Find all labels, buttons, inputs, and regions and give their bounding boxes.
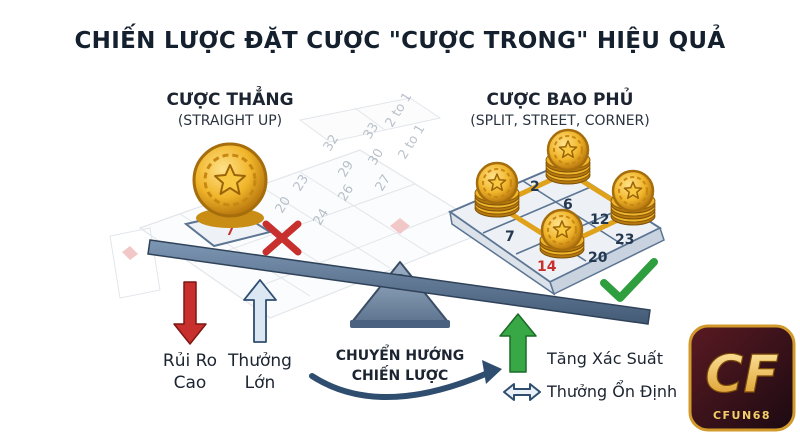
reward-line-1: Thưởng bbox=[228, 351, 292, 371]
reward-label: Thưởng Lớn bbox=[220, 350, 300, 394]
bg-number: 2 to 1 bbox=[396, 122, 429, 162]
stable-reward-label: Thưởng Ổn Định bbox=[547, 382, 678, 401]
grid-number: 20 bbox=[588, 250, 608, 266]
arrow-up-icon bbox=[243, 279, 277, 343]
bg-number: 29 bbox=[336, 158, 357, 180]
shift-line-2: CHIẾN LƯỢC bbox=[351, 368, 449, 384]
grid-number: 2 bbox=[530, 179, 540, 195]
probability-label: Tăng Xác Suất bbox=[547, 349, 663, 368]
arrow-down-icon bbox=[173, 281, 207, 345]
bg-number: 27 bbox=[373, 172, 394, 194]
bg-number: 20 bbox=[273, 194, 294, 216]
strategy-shift-label: CHUYỂN HƯỚNG CHIẾN LƯỢC bbox=[330, 346, 470, 386]
coverage-heading: CƯỢC BAO PHỦ bbox=[486, 90, 634, 110]
reward-line-2: Lớn bbox=[244, 373, 276, 393]
star-icon bbox=[623, 181, 643, 200]
background-roulette-table bbox=[109, 97, 492, 319]
grid-number: 14 bbox=[537, 259, 557, 275]
coin-stacks bbox=[474, 128, 656, 259]
coin-stack-icon bbox=[610, 169, 656, 226]
logo-text: CFUN68 bbox=[713, 409, 771, 422]
star-icon bbox=[214, 164, 246, 195]
grid-number: 23 bbox=[615, 232, 634, 248]
bg-number: 30 bbox=[366, 146, 387, 168]
straight-up-heading: CƯỢC THẲNG bbox=[166, 90, 294, 110]
cross-icon bbox=[262, 220, 302, 256]
star-icon bbox=[487, 173, 507, 192]
bg-number: 33 bbox=[361, 120, 382, 142]
grid-number: 6 bbox=[563, 197, 573, 213]
coin-stack-icon bbox=[474, 161, 520, 218]
bg-number: 26 bbox=[336, 182, 357, 204]
risk-line-1: Rủi Ro bbox=[162, 351, 218, 371]
cfun68-logo: CF CFUN68 bbox=[688, 324, 796, 432]
star-icon bbox=[558, 140, 578, 159]
bg-number: 23 bbox=[291, 172, 312, 194]
star-icon bbox=[552, 220, 572, 239]
straight-up-subheading: (STRAIGHT UP) bbox=[177, 113, 283, 129]
bg-number: 24 bbox=[311, 206, 332, 228]
seesaw-beam bbox=[147, 239, 651, 325]
grid-number: 7 bbox=[505, 229, 515, 245]
svg-text:CF: CF bbox=[705, 345, 779, 405]
strategy-shift-arrow bbox=[309, 360, 502, 400]
risk-line-2: Cao bbox=[173, 373, 207, 393]
arrow-up-green-icon bbox=[499, 313, 537, 373]
coverage-subheading: (SPLIT, STREET, CORNER) bbox=[470, 113, 650, 129]
square-number-7: 7 bbox=[226, 224, 234, 238]
coin-stack-icon bbox=[545, 128, 591, 185]
risk-label: Rủi Ro Cao bbox=[150, 350, 230, 394]
grid-number: 12 bbox=[590, 212, 609, 228]
bg-number: 32 bbox=[321, 132, 342, 154]
double-arrow-icon bbox=[503, 383, 541, 401]
check-icon bbox=[600, 258, 658, 302]
straight-up-bet: 7 bbox=[183, 142, 273, 248]
shift-line-1: CHUYỂN HƯỚNG bbox=[335, 348, 465, 364]
coin-stack-icon bbox=[539, 208, 585, 259]
page-title: CHIẾN LƯỢC ĐẶT CƯỢC "CƯỢC TRONG" HIỆU QU… bbox=[74, 28, 726, 54]
